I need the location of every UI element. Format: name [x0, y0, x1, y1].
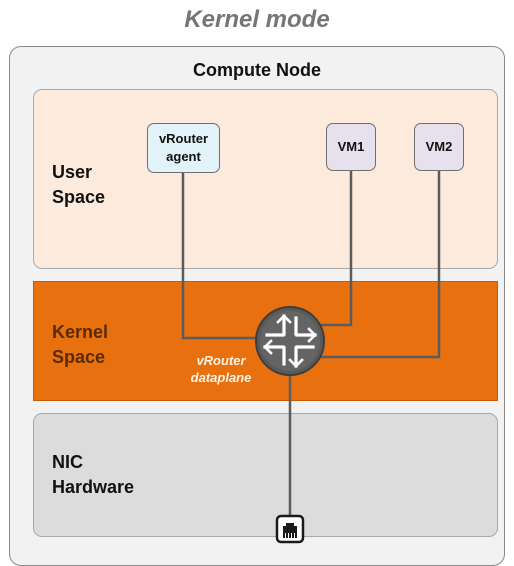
nic-hardware-label-line1: NIC — [52, 452, 83, 472]
vm1-label: VM1 — [337, 139, 365, 154]
kernel-space-label-line1: Kernel — [52, 322, 109, 342]
user-space-label-line2: Space — [52, 187, 106, 207]
kernel-space-label: Kernel Space — [52, 320, 108, 370]
nic-hardware-label: NIC Hardware — [52, 450, 134, 500]
nic-hardware-region — [33, 413, 498, 537]
vrouter-agent-box: vRouter agent — [147, 123, 220, 173]
compute-node-label: Compute Node — [193, 60, 321, 80]
vm2-label: VM2 — [425, 139, 453, 154]
vrouter-agent-line2: agent — [166, 149, 201, 164]
router-icon — [255, 306, 325, 376]
dataplane-line1: vRouter — [196, 353, 246, 368]
vm1-to-router-wire — [318, 171, 353, 327]
ethernet-port-icon — [275, 514, 305, 544]
dataplane-line2: dataplane — [190, 370, 252, 385]
vrouter-dataplane-label: vRouter dataplane — [176, 352, 266, 386]
vm1-box: VM1 — [326, 123, 376, 171]
user-space-label: User Space — [52, 160, 105, 210]
user-space-label-line1: User — [52, 162, 93, 182]
vrouter-agent-line1: vRouter — [158, 131, 209, 146]
nic-hardware-label-line2: Hardware — [52, 477, 135, 497]
connection-wires — [181, 171, 441, 522]
vm2-to-router-wire — [318, 171, 441, 359]
agent-to-router-wire — [181, 173, 262, 340]
user-space-region — [33, 89, 498, 269]
vm2-box: VM2 — [414, 123, 464, 171]
kernel-space-label-line2: Space — [52, 347, 106, 367]
diagram-title: Kernel mode — [184, 6, 330, 33]
